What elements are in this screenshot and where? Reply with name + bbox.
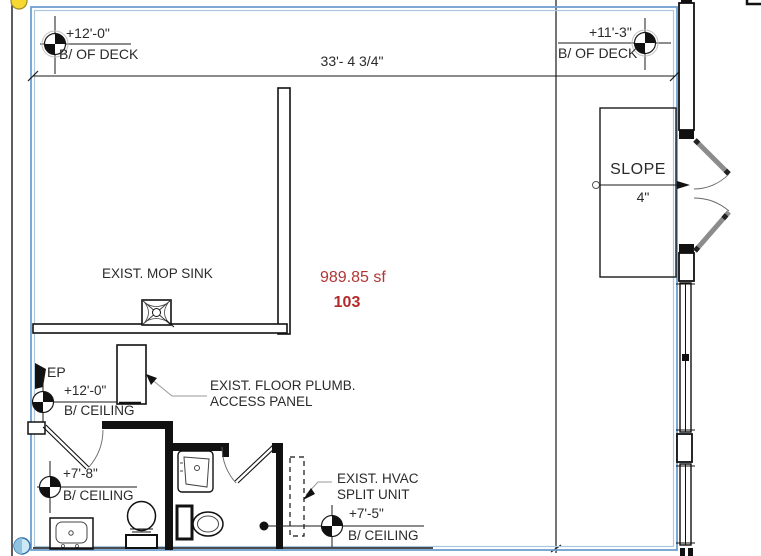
bathroom-left <box>27 421 173 550</box>
right-exterior-wall <box>678 0 761 282</box>
window-mullion-dot <box>682 354 689 361</box>
door-leaf <box>45 424 90 468</box>
deck-right-ref: B/ OF DECK <box>558 45 638 61</box>
door-jamb <box>27 421 46 435</box>
mop-sink-note: EXIST. MOP SINK <box>102 266 213 281</box>
elevation-target-ceiling-bottom <box>259 505 424 547</box>
access-panel-note-line2: ACCESS PANEL <box>210 394 313 409</box>
storefront-window-wall <box>676 282 695 556</box>
door-swing-arc-bottom <box>693 197 730 212</box>
door-leaf-bottom-ends <box>693 210 731 253</box>
toilet-fixture-left <box>125 500 158 549</box>
ceiling-left-ref: B/ CEILING <box>64 403 135 418</box>
grip-handle-bottom-half <box>14 538 22 554</box>
viewport-border[interactable] <box>30 6 678 551</box>
deck-left-elevation: +12'-0" <box>66 25 110 41</box>
access-panel-leader <box>149 377 207 397</box>
window-column <box>676 433 693 463</box>
ceiling-lower-ref: B/ CEILING <box>63 488 134 503</box>
mop-sink-fixture <box>141 299 175 328</box>
door-leaf-top <box>693 138 731 176</box>
elevation-target-deck-right <box>558 18 671 70</box>
floor-access-panel <box>116 344 147 405</box>
sink-fixture-left <box>49 517 94 550</box>
door-jamb-right <box>272 443 283 453</box>
slope-arrow-origin <box>592 181 600 189</box>
double-door <box>693 138 731 253</box>
ceiling-left-elevation: +12'-0" <box>64 383 107 398</box>
electrical-panel-label: EP <box>47 364 66 380</box>
deck-left-ref: B/ OF DECK <box>59 46 139 62</box>
access-panel-leader-arrow <box>146 374 157 385</box>
slope-value: 4" <box>636 189 650 205</box>
room-number: 103 <box>333 294 361 311</box>
deck-right-elevation: +11'-3" <box>589 24 632 40</box>
slope-arrowhead <box>677 181 690 189</box>
dimension-label: 33'- 4 3/4" <box>320 53 384 69</box>
wall-top <box>102 421 172 429</box>
wall-interior-vertical <box>277 87 291 335</box>
door-swing-arc-top <box>693 173 730 190</box>
toilet-fixture-middle <box>175 504 224 541</box>
access-panel-note-line1: EXIST. FLOOR PLUMB. <box>210 378 356 393</box>
hvac-note-line1: EXIST. HVAC <box>337 471 419 486</box>
slope-label: SLOPE <box>610 161 666 178</box>
wall-top <box>172 443 229 451</box>
bathroom-middle <box>172 443 283 549</box>
wall-right <box>276 453 283 549</box>
electrical-panel-symbol <box>35 363 46 389</box>
elevation-target-ceiling-lower <box>37 461 137 513</box>
room-area-label: 989.85 sf <box>320 269 386 286</box>
slope-area-outline <box>599 107 677 278</box>
ceiling-lower-elevation: +7'-8" <box>63 466 98 481</box>
hvac-note-line2: SPLIT UNIT <box>337 487 410 502</box>
grip-handle-top[interactable] <box>10 0 28 10</box>
sink-fixture-middle <box>177 450 214 493</box>
elevation-target-deck-left <box>40 16 131 74</box>
hvac-leader-arrow <box>303 488 315 500</box>
leader-dot <box>259 521 269 531</box>
dimension-tick-left <box>27 70 39 82</box>
wall-divider <box>165 421 173 550</box>
door-jamb-left <box>222 450 229 457</box>
ceiling-bottom-elevation: +7'-5" <box>349 506 384 521</box>
viewport-border-inner <box>33 9 675 548</box>
door-leaf <box>237 445 278 484</box>
ceiling-bottom-ref: B/ CEILING <box>348 528 419 543</box>
hvac-split-unit <box>289 456 305 537</box>
door-swing-arc <box>88 429 104 468</box>
door-swing-arc <box>221 446 237 484</box>
